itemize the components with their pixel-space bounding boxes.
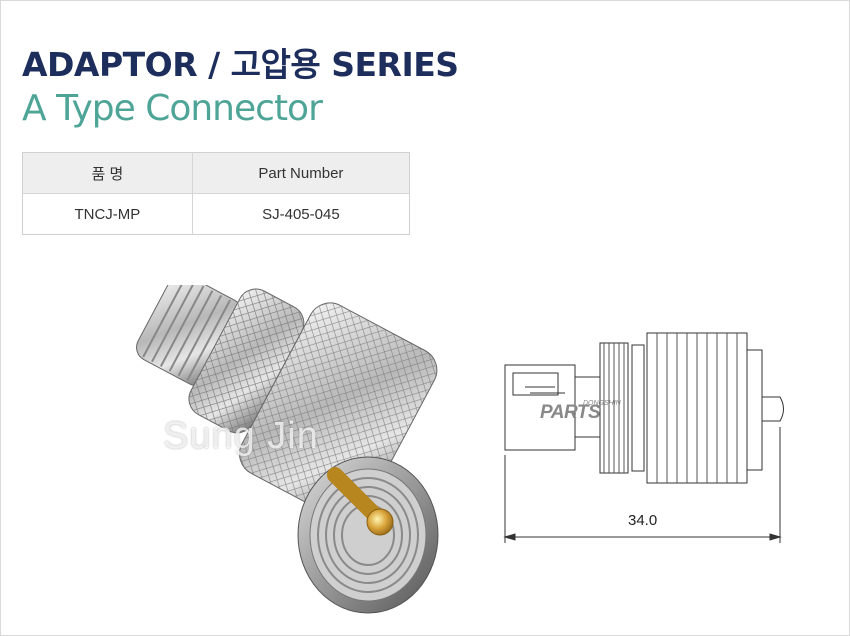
drawing-logo: PARTS xyxy=(540,402,601,423)
drawing-logo-small: DONGSHIN xyxy=(583,400,621,407)
product-photo xyxy=(136,285,439,614)
technical-drawing xyxy=(503,332,784,543)
page-subtitle: A Type Connector xyxy=(22,88,323,129)
cell-product-name: TNCJ-MP xyxy=(22,193,193,235)
column-header-product-name: 품 명 xyxy=(22,152,193,194)
spec-table: 품 명 Part Number TNCJ-MP SJ-405-045 xyxy=(22,152,410,235)
dimension-label: 34.0 xyxy=(628,512,658,529)
column-header-part-number: Part Number xyxy=(192,152,410,194)
cell-part-number: SJ-405-045 xyxy=(262,205,340,223)
spec-table-header: 품 명 Part Number xyxy=(22,152,410,194)
table-row: TNCJ-MP SJ-405-045 xyxy=(22,193,410,235)
photo-watermark: Sung Jin xyxy=(163,415,319,457)
page-title: ADAPTOR / 고압용 SERIES xyxy=(22,45,459,84)
